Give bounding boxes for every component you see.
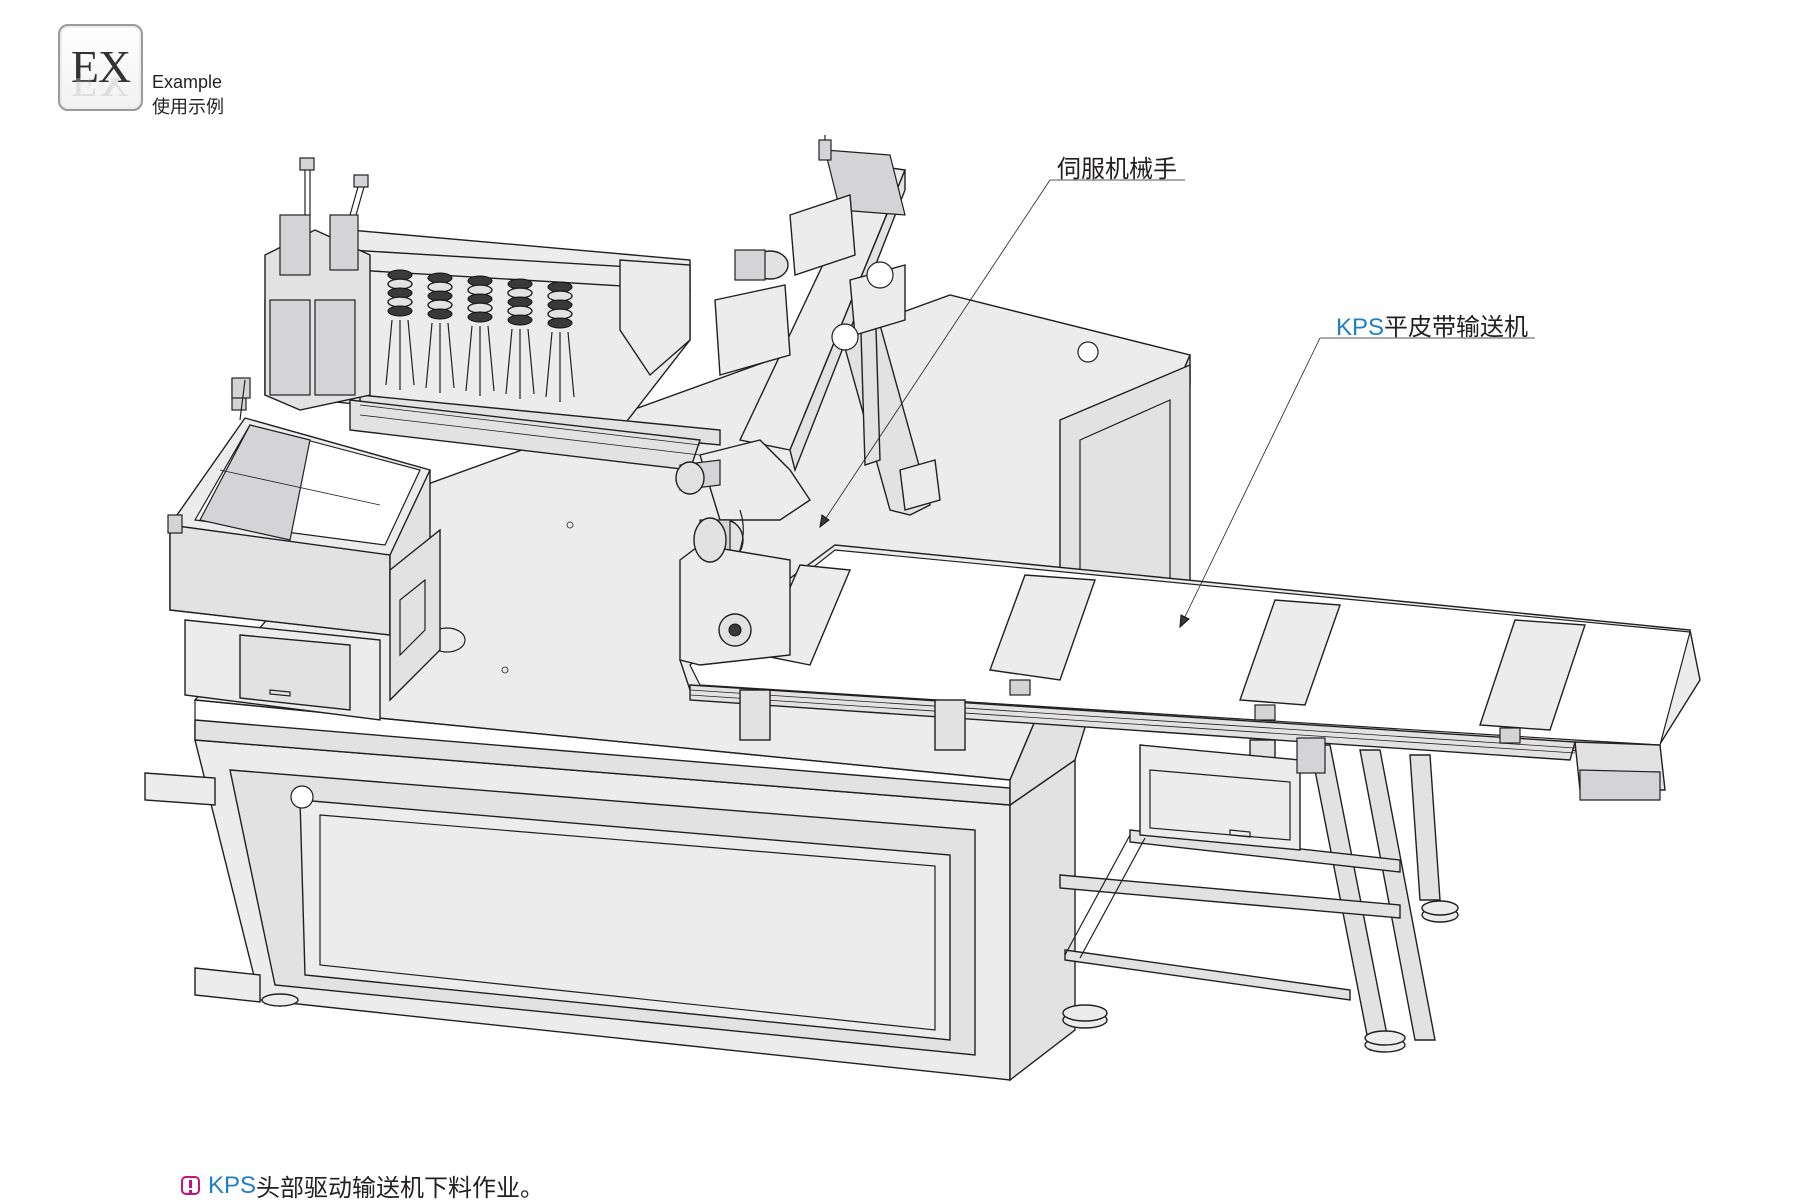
head-rod	[385, 319, 415, 390]
badge-text: EX	[70, 41, 131, 92]
head-coil	[507, 314, 533, 326]
exclamation-icon	[181, 1176, 200, 1195]
head-coil	[427, 308, 453, 320]
head-assembly	[231, 157, 721, 471]
head-rod	[465, 325, 495, 396]
servo-manipulator	[675, 135, 941, 631]
badge-label-zh: 使用示例	[152, 97, 224, 118]
head-rod	[545, 331, 575, 402]
head-coil	[467, 311, 493, 323]
callout-leaders	[819, 179, 1535, 629]
conveyor-label-text: 平皮带输送机	[1384, 313, 1529, 341]
head-coil	[547, 317, 573, 329]
usage-note: KPS 头部驱动输送机下料作业。	[181, 1168, 544, 1203]
flat-belt-conveyor	[679, 517, 1701, 1053]
conveyor-label: KPS平皮带输送机	[1336, 307, 1528, 342]
badge-label-en: Example	[152, 72, 223, 92]
head-rod	[425, 322, 455, 393]
hopper-bin	[167, 379, 441, 721]
note-prefix: KPS	[208, 1171, 257, 1199]
conveyor-label-prefix: KPS	[1336, 314, 1385, 341]
robot-arm-label: 伺服机械手	[1057, 155, 1177, 183]
example-badge: EX EX	[58, 24, 143, 111]
head-rod	[505, 328, 535, 399]
note-text: 头部驱动输送机下料作业。	[256, 1174, 545, 1202]
head-coil	[387, 305, 413, 317]
